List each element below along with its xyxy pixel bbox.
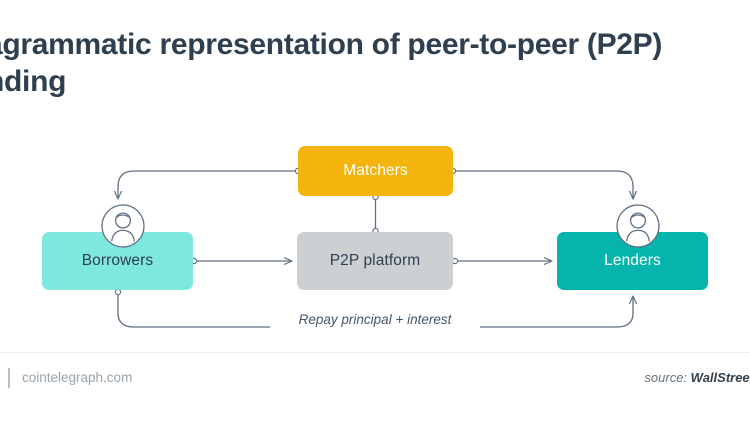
borrowers-avatar-icon <box>101 204 145 248</box>
node-p2p-platform[interactable]: P2P platform <box>297 232 453 290</box>
footer-site-label: cointelegraph.com <box>22 370 133 385</box>
node-matchers[interactable]: Matchers <box>298 146 453 196</box>
lenders-avatar-icon <box>616 204 660 248</box>
footer-divider <box>0 352 750 353</box>
node-matchers-label: Matchers <box>343 162 408 179</box>
edge-matchers-to-borrowers <box>118 167 302 199</box>
edge-matchers-to-lenders <box>449 167 633 199</box>
edge-matchers-to-platform <box>372 193 379 235</box>
edge-label-repay: Repay principal + interest <box>270 311 480 328</box>
footer-source: source: WallStreet <box>644 370 750 385</box>
node-borrowers-label: Borrowers <box>81 252 154 269</box>
page-title: agrammatic representation of peer-to-pee… <box>0 28 663 98</box>
node-p2p-platform-label: P2P platform <box>329 252 421 269</box>
edge-repay-loop <box>114 288 633 328</box>
edge-borrowers-to-platform <box>190 258 292 263</box>
footer-accent-bar <box>8 368 10 388</box>
node-lenders-label: Lenders <box>604 252 661 269</box>
footer-source-prefix: source: <box>644 370 691 385</box>
edge-platform-to-lenders <box>451 258 552 263</box>
footer-source-name: WallStreet <box>690 370 750 385</box>
